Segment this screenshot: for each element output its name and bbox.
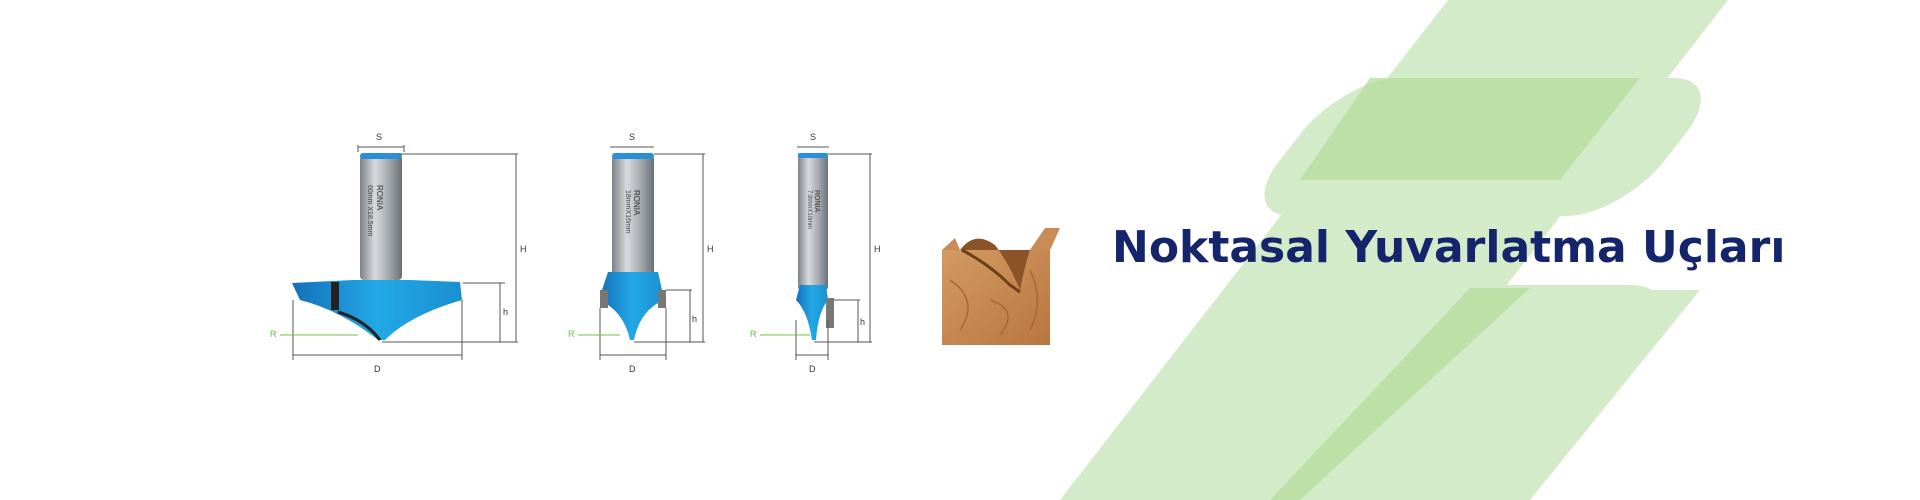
bit-1-label-H: H	[520, 244, 527, 254]
router-bit-1: RONIA 60mm X18.5mm S H h R D	[270, 132, 527, 374]
router-bits-diagram: RONIA 60mm X18.5mm S H h R D	[270, 132, 1060, 374]
page-title: Noktasal Yuvarlatma Uçları	[1112, 222, 1786, 273]
bit-3-label-R: R	[750, 329, 757, 339]
bit-3-label-h: h	[860, 317, 865, 327]
bit-1-size: 60mm X18.5mm	[366, 185, 373, 237]
bit-2-engraving: RONIA	[632, 190, 641, 216]
green-overlap-bottom	[1270, 288, 1530, 500]
bit-3-size: 7.9mmX10mm	[806, 190, 812, 229]
bit-2-label-D: D	[629, 364, 636, 374]
bit-1-label-R: R	[270, 329, 277, 339]
bit-2-label-R: R	[568, 329, 575, 339]
bit-3-label-H: H	[874, 244, 881, 254]
bit-2-label-h: h	[692, 314, 697, 324]
router-bit-3: RONIA 7.9mmX10mm S H h R D	[750, 132, 881, 374]
bit-2-label-H: H	[707, 244, 714, 254]
bit-2-size: 18mmX16mm	[624, 190, 631, 234]
router-bit-2: RONIA 18mmX16mm S H h R D	[568, 132, 714, 374]
bit-2-label-s: S	[629, 132, 635, 142]
bit-3-engraving: RONIA	[813, 190, 820, 213]
bit-1-engraving: RONIA	[375, 185, 384, 211]
bit-1-label-D: D	[374, 364, 381, 374]
bit-1-label-h: h	[503, 307, 508, 317]
wood-sample-icon	[942, 228, 1060, 345]
green-overlap-top	[1300, 78, 1640, 180]
bit-1-label-s: S	[376, 132, 382, 142]
bit-3-label-s: S	[810, 132, 816, 142]
bit-3-label-D: D	[809, 364, 816, 374]
